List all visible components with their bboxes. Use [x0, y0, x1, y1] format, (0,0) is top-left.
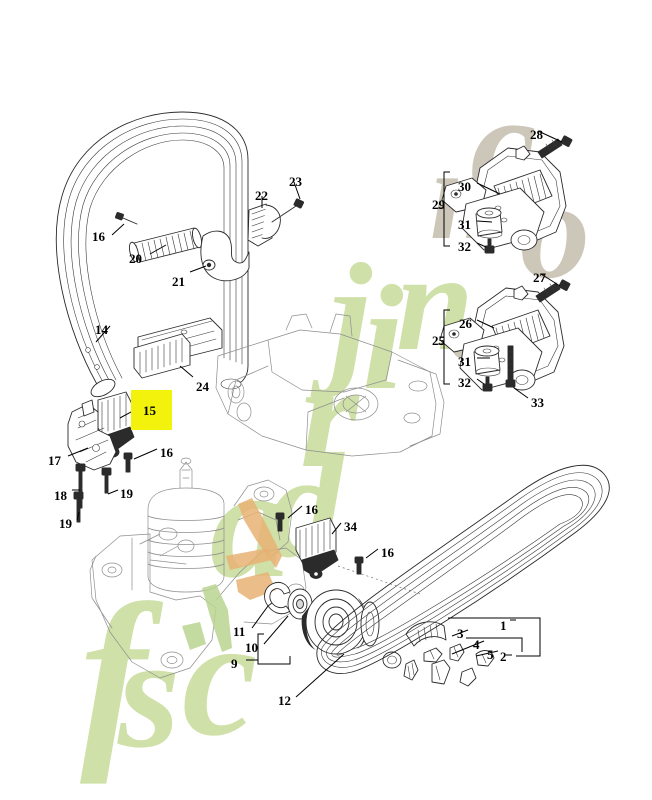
- leader-lines: [67, 130, 563, 698]
- highlight-box-part-15: [131, 390, 172, 430]
- callout-5: 5: [487, 647, 494, 662]
- part-group-3: [405, 621, 447, 647]
- part-buffer-31a: [475, 207, 503, 239]
- part-screw-33: [505, 345, 516, 388]
- callout-16b: 16: [160, 445, 173, 460]
- callout-2: 2: [500, 649, 507, 664]
- part-screw-16c: [275, 512, 285, 532]
- callout-25: 25: [432, 333, 445, 348]
- callout-17: 17: [48, 453, 61, 468]
- callout-27: 27: [533, 270, 546, 285]
- callout-3: 3: [457, 626, 464, 641]
- part-av-spring-34: [295, 517, 421, 595]
- part-clamp-22: [247, 203, 281, 247]
- part-screw-32b: [482, 376, 493, 392]
- callout-20: 20: [129, 251, 142, 266]
- part-drive-belt: [316, 464, 610, 674]
- callout-22: 22: [255, 188, 268, 203]
- callout-29: 29: [432, 197, 445, 212]
- callout-26: 26: [459, 316, 472, 331]
- part-bracket-17: [67, 399, 117, 471]
- part-group-4: [423, 647, 443, 663]
- callout-18: 18: [54, 488, 67, 503]
- callout-19b: 19: [59, 516, 72, 531]
- group-brackets: [246, 171, 541, 665]
- callout-34: 34: [344, 519, 357, 534]
- part-screw-23: [271, 198, 305, 223]
- part-engine-block-lower: [89, 457, 307, 679]
- part-bits-bottom: [382, 651, 477, 687]
- part-screw-27: [535, 279, 571, 303]
- callout-16a: 16: [92, 229, 105, 244]
- callout-9: 9: [231, 656, 238, 671]
- part-screw-19a: [101, 467, 112, 494]
- part-clutch-drum-12: [301, 589, 380, 655]
- callout-33: 33: [531, 395, 544, 410]
- callout-32b: 32: [458, 375, 471, 390]
- part-av-mount-upper: [441, 145, 567, 251]
- callout-28: 28: [530, 127, 543, 142]
- callout-16c: 16: [305, 502, 318, 517]
- callout-15: 15: [143, 403, 156, 418]
- callout-16d: 16: [381, 545, 394, 560]
- part-screw-16b: [123, 452, 133, 473]
- part-av-mount-lower: [439, 285, 565, 391]
- callout-19a: 19: [120, 486, 133, 501]
- callout-10: 10: [245, 640, 258, 655]
- callout-24: 24: [196, 379, 209, 394]
- part-engine-housing-center: [215, 313, 445, 457]
- part-lever-21: [200, 230, 250, 282]
- part-grip-24: [133, 333, 191, 379]
- callout-11: 11: [233, 624, 246, 639]
- part-screw-32a: [484, 238, 495, 254]
- callout-30: 30: [458, 179, 471, 194]
- callout-31b: 31: [458, 354, 471, 369]
- callout-12: 12: [278, 693, 291, 708]
- callout-31a: 31: [458, 217, 471, 232]
- callout-4: 4: [473, 637, 480, 652]
- part-clip-11: [264, 581, 291, 615]
- callout-32a: 32: [458, 239, 471, 254]
- callout-14: 14: [95, 322, 108, 337]
- callout-1: 1: [500, 618, 507, 633]
- part-screw-16d: [354, 556, 364, 575]
- part-screw-16a: [114, 211, 138, 225]
- part-screw-28: [537, 135, 573, 159]
- callout-21: 21: [172, 274, 185, 289]
- callout-23: 23: [289, 174, 302, 189]
- part-buffer-31b: [473, 345, 501, 377]
